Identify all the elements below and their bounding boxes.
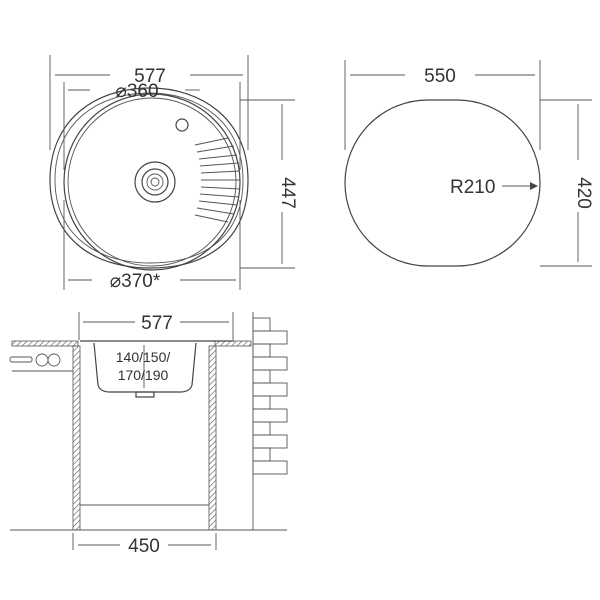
cutout-diameter-dimension: ⌀370* bbox=[110, 271, 161, 292]
height-dimension: 447 bbox=[277, 177, 298, 209]
drain-icon bbox=[134, 161, 176, 203]
tap-hole bbox=[175, 118, 189, 132]
cabinet-width-dimension: 450 bbox=[128, 536, 160, 557]
cutout-height-dimension: 420 bbox=[573, 177, 594, 209]
width-dimension: 577 bbox=[134, 66, 166, 87]
cutout-view: 550 420 R210 bbox=[344, 60, 594, 267]
drainboard-ribs bbox=[194, 137, 241, 223]
side-width-dimension: 577 bbox=[141, 313, 173, 334]
brick-wall bbox=[252, 317, 288, 475]
depth-label-line1: 140/150/ bbox=[116, 349, 171, 365]
radius-dimension: R210 bbox=[450, 177, 495, 198]
cutout-width-dimension: 550 bbox=[424, 66, 456, 87]
side-view: 140/150/ 170/190 577 450 bbox=[9, 312, 288, 557]
depth-label-line2: 170/190 bbox=[118, 367, 169, 383]
bowl-diameter-dimension: ⌀360 bbox=[115, 81, 158, 102]
sink-top-view: 577 ⌀360 447 ⌀370* bbox=[49, 55, 298, 292]
